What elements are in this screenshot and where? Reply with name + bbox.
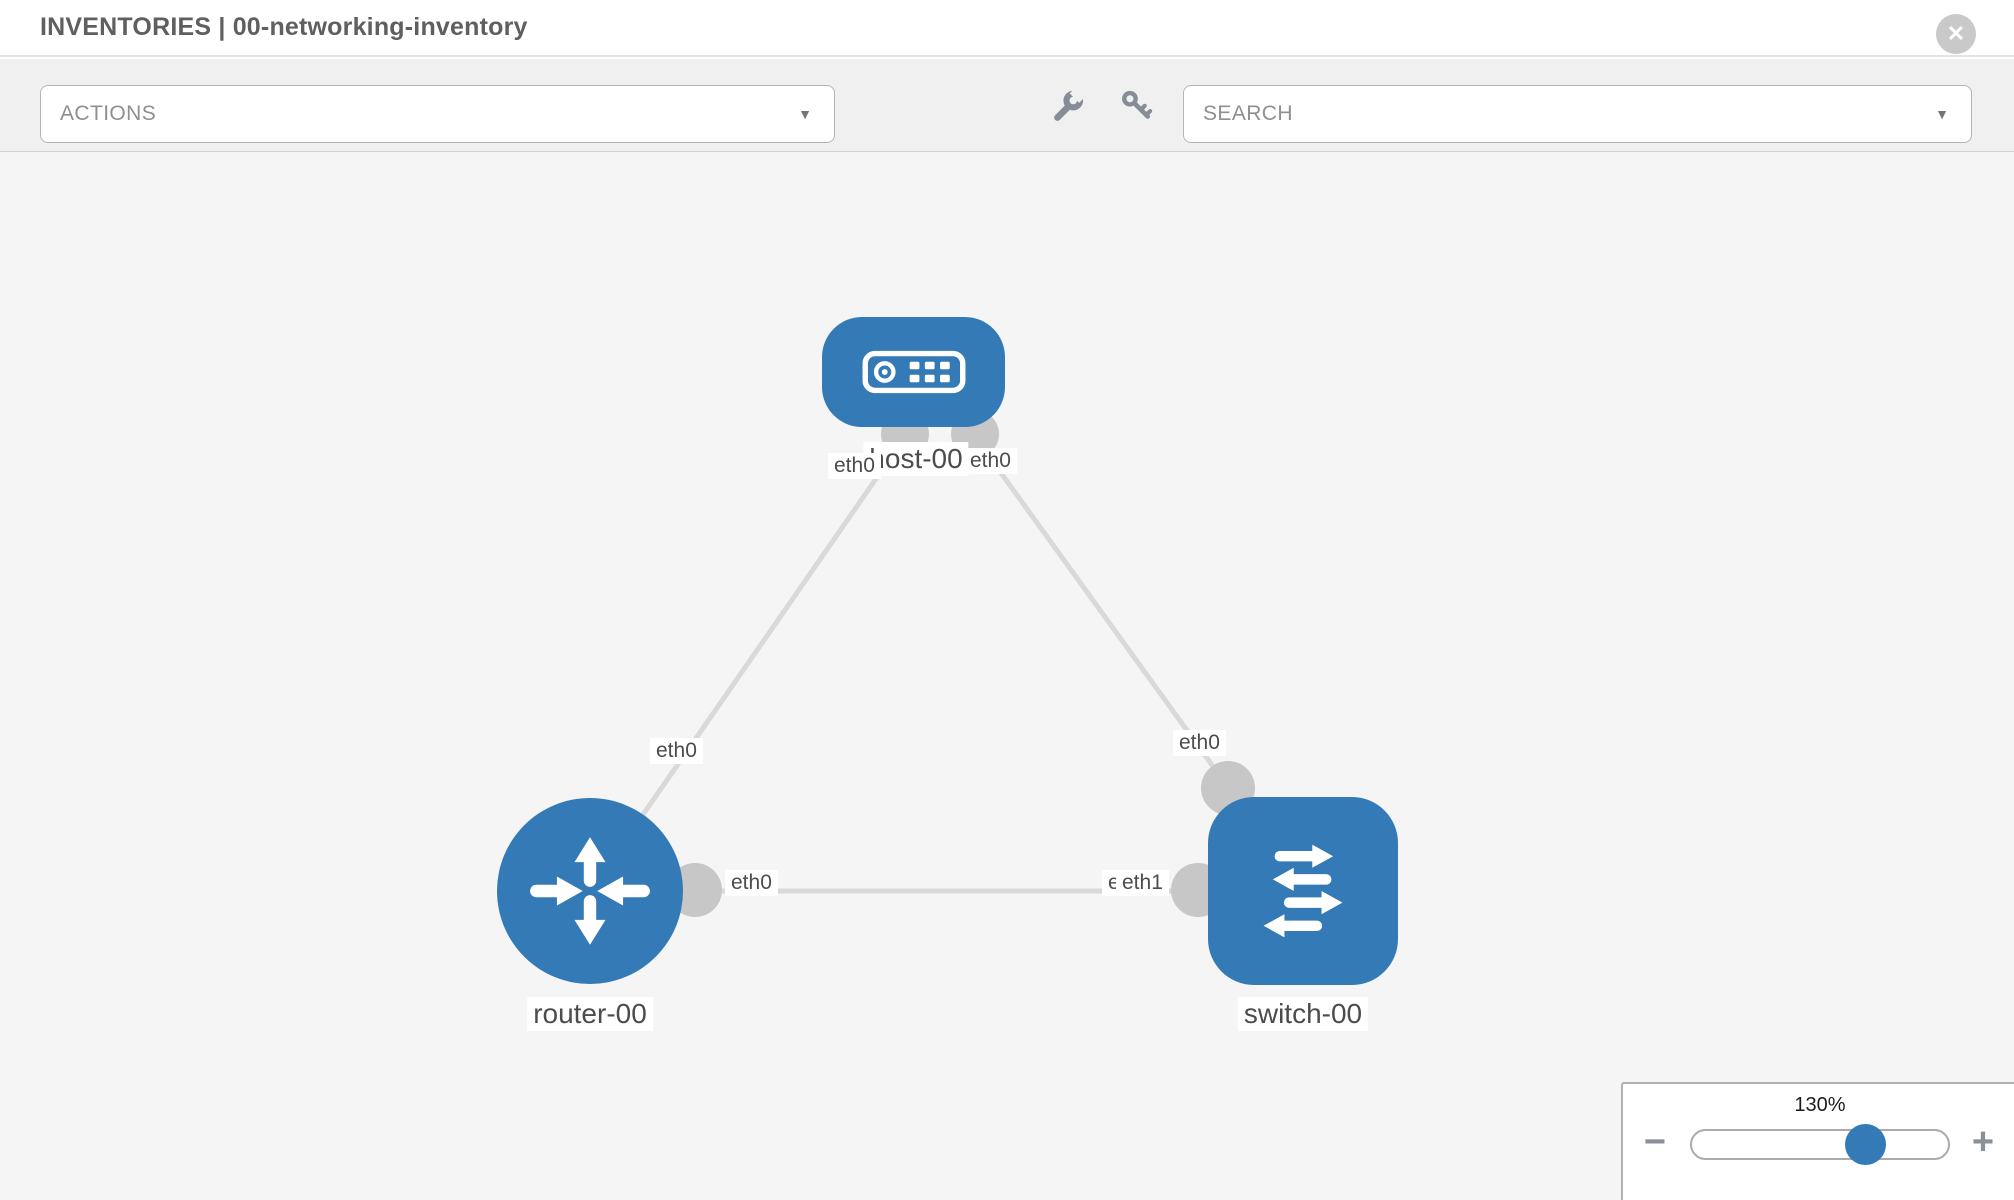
wrench-icon <box>1054 84 1088 121</box>
caret-down-icon: ▼ <box>798 106 812 122</box>
caret-down-icon: ▼ <box>1935 106 1949 122</box>
close-icon: ✕ <box>1946 21 1966 46</box>
search-dropdown[interactable]: SEARCH ▼ <box>1183 85 1972 143</box>
topology-canvas[interactable]: host-00 router-00 switch-00 eth0 eth0 et… <box>0 152 2014 1200</box>
toolbar: ACTIONS ▼ SEARCH ▼ <box>0 59 2014 152</box>
header: INVENTORIES | 00-networking-inventory ✕ <box>0 0 2014 57</box>
node-label-switch: switch-00 <box>1237 997 1369 1031</box>
host-icon <box>862 350 965 394</box>
switch-icon <box>1263 844 1343 938</box>
interface-label-switch-eth0: eth0 <box>1173 730 1226 756</box>
actions-dropdown[interactable]: ACTIONS ▼ <box>40 85 835 143</box>
search-dropdown-label: SEARCH <box>1203 102 1293 125</box>
wrench-button[interactable] <box>1052 84 1088 123</box>
interface-label-switch-eth1-overlap: eth1 eth1 <box>1102 870 1182 898</box>
links-layer <box>587 410 1306 917</box>
interface-label-host-eth0b: eth0 <box>964 448 1017 474</box>
actions-dropdown-label: ACTIONS <box>60 102 157 125</box>
zoom-level: 130% <box>1794 1094 1846 1116</box>
zoom-slider-thumb[interactable] <box>1845 1124 1886 1165</box>
node-host-00[interactable] <box>822 317 1005 427</box>
node-switch-00[interactable] <box>1208 797 1398 985</box>
node-label-router: router-00 <box>527 997 653 1031</box>
zoom-in-button[interactable]: + <box>1971 1121 1995 1163</box>
interface-label-router-eth0: eth0 <box>650 738 703 764</box>
interface-label-router-eth0b: eth0 <box>725 870 778 896</box>
zoom-out-button[interactable]: − <box>1643 1121 1667 1163</box>
router-icon <box>530 837 650 945</box>
interface-label-host-eth0: eth0 <box>828 453 881 479</box>
page-title: INVENTORIES | 00-networking-inventory <box>40 13 528 41</box>
node-router-00[interactable] <box>497 798 683 984</box>
close-button[interactable]: ✕ <box>1936 14 1976 54</box>
interface-label-switch-eth1: eth1 <box>1116 870 1169 896</box>
key-button[interactable] <box>1120 89 1154 123</box>
zoom-panel: 130% − + <box>1621 1082 2014 1200</box>
key-icon <box>1122 90 1153 119</box>
zoom-slider-track[interactable] <box>1690 1129 1950 1160</box>
